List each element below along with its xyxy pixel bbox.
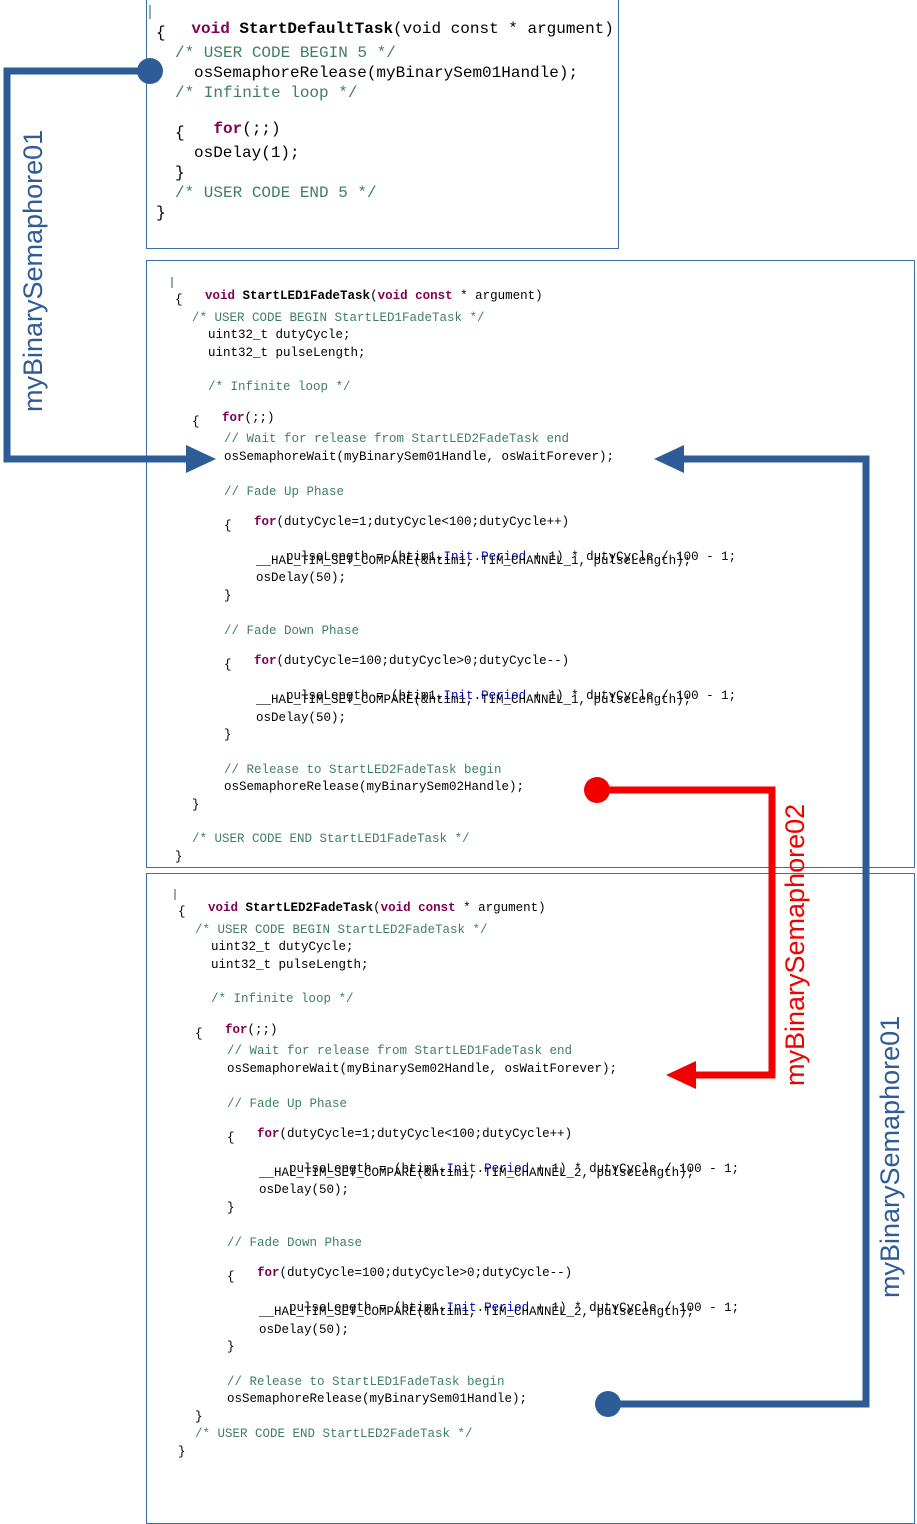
code-line: uint32_t dutyCycle; <box>211 940 354 954</box>
code-line: osDelay(50); <box>256 711 347 725</box>
code-line: } <box>227 1340 235 1354</box>
code-line: for(dutyCycle=1;dutyCycle<100;dutyCycle+… <box>254 514 570 529</box>
code-line: for(;;) <box>222 410 275 425</box>
line-marker <box>171 277 173 288</box>
connector-arrowhead <box>654 445 684 473</box>
line-marker <box>149 5 151 19</box>
code-line: { <box>175 124 185 142</box>
code-line: for(dutyCycle=100;dutyCycle>0;dutyCycle-… <box>254 653 570 668</box>
code-line: } <box>227 1201 235 1215</box>
code-line: } <box>156 204 166 222</box>
left-semaphore01-connector <box>3 58 216 473</box>
code-line: { <box>224 658 232 672</box>
connector-arrowhead <box>666 1061 696 1089</box>
connector-path <box>3 67 188 463</box>
semaphore02-label: myBinarySemaphore02 <box>780 804 810 1086</box>
code-line: { <box>192 415 200 429</box>
line-marker <box>174 889 176 900</box>
code-line: { <box>195 1027 203 1041</box>
right-semaphore-label: myBinarySemaphore01 <box>875 1016 905 1298</box>
right-semaphore01-connector <box>595 445 870 1417</box>
code-line: { <box>227 1270 235 1284</box>
code-comment: // Fade Down Phase <box>224 624 360 638</box>
code-comment: /* Infinite loop */ <box>208 380 351 394</box>
code-line: { <box>227 1131 235 1145</box>
code-line: { <box>178 905 186 919</box>
connector-arrowhead <box>186 445 216 473</box>
code-comment: /* USER CODE BEGIN StartLED1FadeTask */ <box>192 311 485 325</box>
code-comment: // Wait for release from StartLED2FadeTa… <box>224 432 570 446</box>
code-line: } <box>175 164 185 182</box>
code-line: pulseLength = (htim1.Init.Period + 1) * … <box>289 1300 740 1315</box>
code-panel-start-led2-fade-task: void StartLED2FadeTask(void const * argu… <box>146 873 915 1524</box>
connector-path <box>597 786 776 1079</box>
code-line: __HAL_TIM_SET_COMPARE(&htim1, TIM_CHANNE… <box>256 693 692 707</box>
code-line: osSemaphoreWait(myBinarySem01Handle, osW… <box>224 450 615 464</box>
code-line: osSemaphoreWait(myBinarySem02Handle, osW… <box>227 1062 618 1076</box>
code-line: { <box>175 293 183 307</box>
code-line: } <box>224 728 232 742</box>
code-panel-start-led1-fade-task: void StartLED1FadeTask(void const * argu… <box>146 260 915 868</box>
code-comment: // Release to StartLED1FadeTask begin <box>227 1375 505 1389</box>
code-line: } <box>224 589 232 603</box>
code-panel-start-default-task: void StartDefaultTask(void const * argum… <box>146 0 619 249</box>
code-comment: // Fade Down Phase <box>227 1236 363 1250</box>
code-comment: /* USER CODE END 5 */ <box>175 184 377 202</box>
code-comment: /* USER CODE END StartLED1FadeTask */ <box>192 832 470 846</box>
code-line: osSemaphoreRelease(myBinarySem02Handle); <box>224 780 525 794</box>
code-line: pulseLength = (htim1.Init.Period + 1) * … <box>289 1161 740 1176</box>
code-line: } <box>192 798 200 812</box>
code-line: } <box>175 850 183 864</box>
code-line: __HAL_TIM_SET_COMPARE(&htim1, TIM_CHANNE… <box>259 1305 695 1319</box>
code-line: osSemaphoreRelease(myBinarySem01Handle); <box>194 64 579 82</box>
code-line: void StartDefaultTask(void const * argum… <box>191 20 614 38</box>
connector-path <box>608 455 870 1408</box>
code-comment: /* Infinite loop */ <box>175 84 358 102</box>
code-line: osDelay(50); <box>259 1183 350 1197</box>
code-line: osSemaphoreRelease(myBinarySem01Handle); <box>227 1392 528 1406</box>
code-comment: // Fade Up Phase <box>227 1097 348 1111</box>
left-semaphore-label: myBinarySemaphore01 <box>18 130 48 412</box>
code-line: uint32_t pulseLength; <box>211 958 369 972</box>
code-line: void StartLED2FadeTask(void const * argu… <box>208 900 546 915</box>
code-comment: /* USER CODE END StartLED2FadeTask */ <box>195 1427 473 1441</box>
code-comment: // Release to StartLED2FadeTask begin <box>224 763 502 777</box>
code-comment: // Wait for release from StartLED1FadeTa… <box>227 1044 573 1058</box>
code-line: __HAL_TIM_SET_COMPARE(&htim1, TIM_CHANNE… <box>259 1166 695 1180</box>
code-comment: // Fade Up Phase <box>224 485 345 499</box>
code-comment: /* USER CODE BEGIN 5 */ <box>175 44 396 62</box>
code-line: void StartLED1FadeTask(void const * argu… <box>205 288 543 303</box>
code-line: { <box>156 24 166 42</box>
semaphore02-connector <box>584 777 776 1089</box>
code-line: } <box>178 1445 186 1459</box>
code-line: __HAL_TIM_SET_COMPARE(&htim1, TIM_CHANNE… <box>256 554 692 568</box>
code-comment: /* Infinite loop */ <box>211 992 354 1006</box>
code-line: } <box>195 1410 203 1424</box>
code-line: { <box>224 519 232 533</box>
code-line: for(dutyCycle=100;dutyCycle>0;dutyCycle-… <box>257 1265 573 1280</box>
code-line: pulseLength = (htim1.Init.Period + 1) * … <box>286 688 737 703</box>
code-line: uint32_t dutyCycle; <box>208 328 351 342</box>
code-line: for(;;) <box>213 120 281 138</box>
code-line: osDelay(50); <box>259 1323 350 1337</box>
code-line: osDelay(50); <box>256 571 347 585</box>
code-line: for(dutyCycle=1;dutyCycle<100;dutyCycle+… <box>257 1126 573 1141</box>
code-line: osDelay(1); <box>194 144 300 162</box>
code-line: for(;;) <box>225 1022 278 1037</box>
code-line: pulseLength = (htim1.Init.Period + 1) * … <box>286 549 737 564</box>
code-comment: /* USER CODE BEGIN StartLED2FadeTask */ <box>195 923 488 937</box>
code-line: uint32_t pulseLength; <box>208 346 366 360</box>
